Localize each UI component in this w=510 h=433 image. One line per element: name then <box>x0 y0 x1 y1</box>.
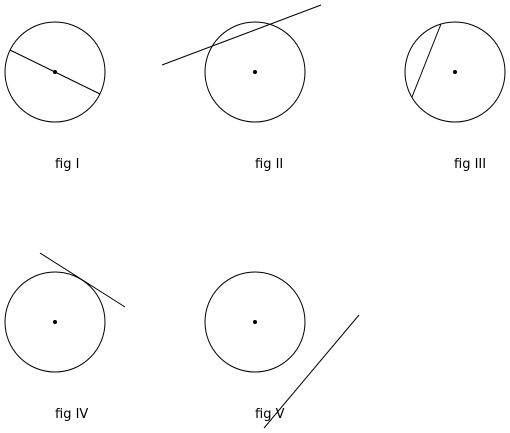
fig2-center-point <box>253 70 257 74</box>
figure-1: fig I <box>4 21 106 172</box>
figure-4: fig IV <box>4 252 126 422</box>
fig3-circle <box>404 21 506 123</box>
figure-5: fig V <box>204 271 360 429</box>
fig2-caption: fig II <box>255 157 283 172</box>
fig2-circle <box>204 21 306 123</box>
fig2-secant-line <box>161 4 322 66</box>
fig1-circle <box>4 21 106 123</box>
fig1-caption: fig I <box>55 157 79 172</box>
fig5-external-line <box>263 314 360 429</box>
figure-3: fig III <box>404 21 506 172</box>
fig3-center-point <box>453 70 457 74</box>
fig4-tangent-line <box>39 252 126 308</box>
fig3-chord-line <box>411 23 442 98</box>
fig4-circle <box>4 271 106 373</box>
fig1-diameter-line <box>9 49 101 95</box>
fig3-caption: fig III <box>454 157 486 172</box>
figure-2: fig II <box>161 4 322 172</box>
fig5-caption: fig V <box>255 407 285 422</box>
fig4-center-point <box>53 320 57 324</box>
fig5-circle <box>204 271 306 373</box>
fig5-center-point <box>253 320 257 324</box>
fig4-caption: fig IV <box>55 407 88 422</box>
